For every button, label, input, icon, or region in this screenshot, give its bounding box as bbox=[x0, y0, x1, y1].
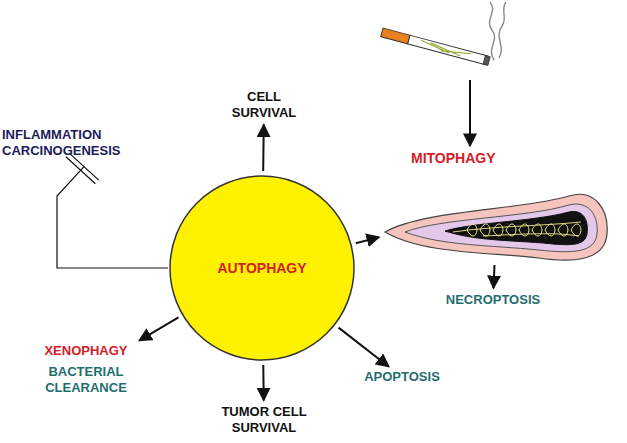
outcome-label: TUMOR CELL SURVIVAL bbox=[214, 404, 314, 435]
outcome-label: APOPTOSIS bbox=[352, 369, 452, 385]
outcome-label: INFLAMMATION CARCINOGENESIS bbox=[2, 127, 142, 158]
cigarette-body bbox=[408, 35, 488, 64]
text-node: APOPTOSIS bbox=[352, 369, 452, 385]
matrix bbox=[445, 212, 587, 245]
outcome-label: CELL SURVIVAL bbox=[222, 89, 306, 120]
process-label: XENOPHAGY bbox=[31, 343, 141, 359]
text-node: XENOPHAGY BACTERIAL CLEARANCE bbox=[31, 343, 141, 402]
inner-membrane bbox=[405, 204, 597, 252]
cristae bbox=[453, 222, 581, 236]
outcome-label: NECROPTOSIS bbox=[438, 292, 548, 308]
arrow-connector bbox=[139, 317, 178, 340]
smoke-wisp bbox=[489, 2, 494, 60]
arrow-connector bbox=[493, 265, 496, 288]
smoke-arrow bbox=[469, 80, 471, 146]
outcome-label: BACTERIAL CLEARANCE bbox=[31, 364, 141, 395]
text-node: INFLAMMATION CARCINOGENESIS bbox=[2, 127, 142, 158]
autophagy-circle: AUTOPHAGY bbox=[168, 174, 356, 362]
arrow-connector bbox=[262, 125, 265, 171]
cigarette-illustration bbox=[381, 28, 491, 65]
autophagy-circle-shape bbox=[170, 176, 354, 360]
arrow-connector bbox=[356, 237, 379, 243]
mitochondrion-illustration bbox=[383, 174, 611, 264]
outer-membrane bbox=[385, 194, 607, 260]
text-node: CELL SURVIVAL bbox=[222, 89, 306, 120]
text-node: TUMOR CELL SURVIVAL bbox=[214, 404, 314, 435]
smoke-wisp bbox=[499, 2, 506, 58]
cigarette-stripes bbox=[420, 40, 472, 58]
text-node: NECROPTOSIS bbox=[438, 292, 548, 308]
process-label: AUTOPHAGY bbox=[217, 260, 306, 277]
process-heading: MITOPHAGY bbox=[383, 150, 611, 167]
mitochondrion-node: MITOPHAGY bbox=[383, 150, 611, 262]
smoke-illustration bbox=[489, 2, 506, 60]
cigarette-filter bbox=[381, 28, 410, 44]
arrow-connector bbox=[339, 328, 389, 367]
arrow-connector bbox=[262, 365, 264, 400]
cigarette-ash bbox=[483, 55, 490, 65]
inhibition-connector bbox=[57, 167, 168, 268]
